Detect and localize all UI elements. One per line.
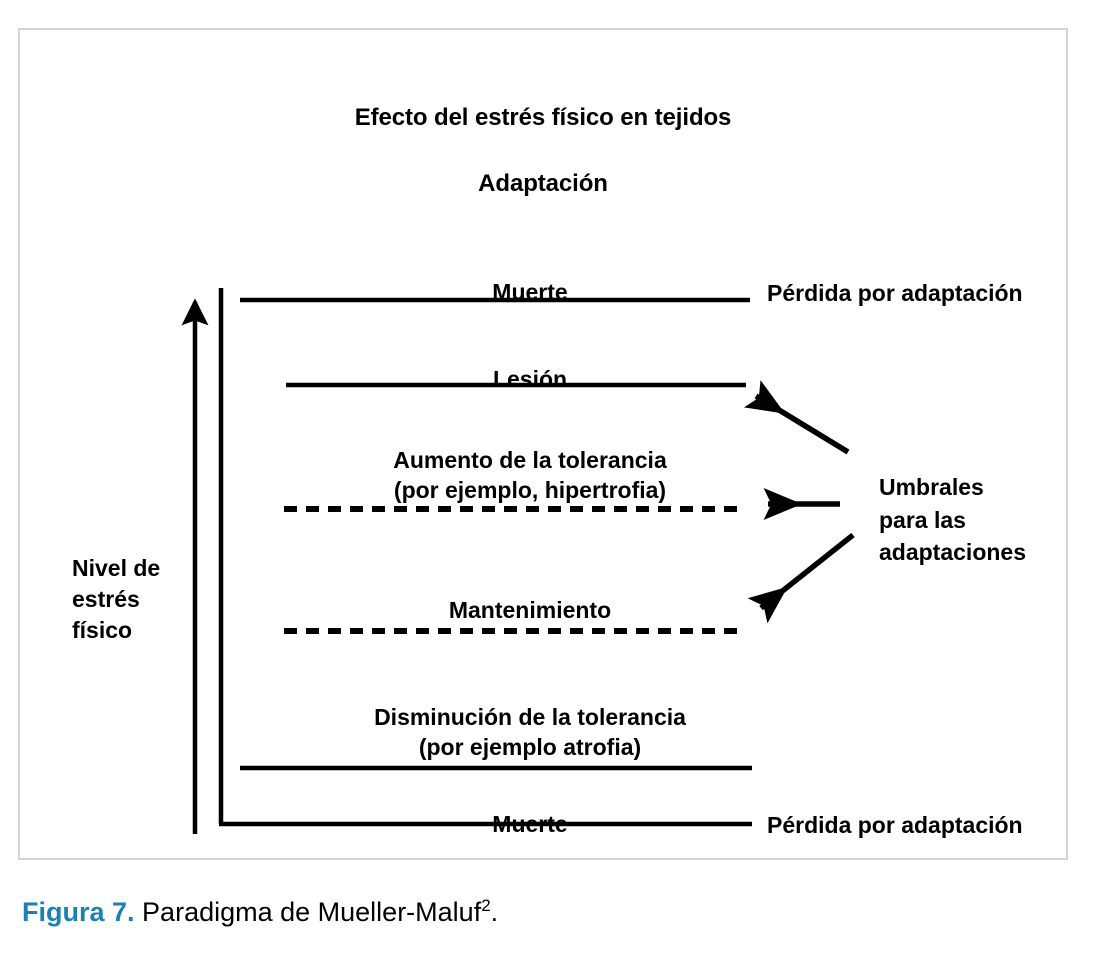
figure-caption-period: . <box>490 897 499 927</box>
arrow-to-lesion-line <box>743 380 850 455</box>
annotation-loss-top: Pérdida por adaptación <box>767 280 1023 306</box>
figure-caption-superscript: 2 <box>481 896 491 915</box>
annotation-loss-bottom: Pérdida por adaptación <box>767 812 1023 838</box>
annotation-thresholds: Umbrales para las adaptaciones <box>879 474 1026 565</box>
figure-frame: Efecto del estrés físico en tejidos Adap… <box>18 28 1068 860</box>
band-label-aumento-tolerancia: Aumento de la tolerancia (por ejemplo, h… <box>393 447 667 503</box>
chart-drawing-layer <box>181 288 855 834</box>
band-label-lesion: Lesión <box>492 366 568 392</box>
chart-title: Efecto del estrés físico en tejidos <box>354 104 732 131</box>
band-label-mantenimiento: Mantenimiento <box>448 597 612 623</box>
arrow-to-lower-dashed <box>747 532 855 624</box>
figure-caption: Figura 7. Paradigma de Mueller-Maluf2. <box>22 887 498 931</box>
figure-caption-text: Paradigma de Mueller-Maluf <box>142 897 482 927</box>
figure-caption-number: Figura 7. <box>22 897 135 927</box>
y-axis-label: Nivel de estrés físico <box>72 555 161 643</box>
band-label-disminucion-tolerancia: Disminución de la tolerancia (por ejempl… <box>374 704 686 760</box>
chart-subtitle: Adaptación <box>478 170 608 197</box>
